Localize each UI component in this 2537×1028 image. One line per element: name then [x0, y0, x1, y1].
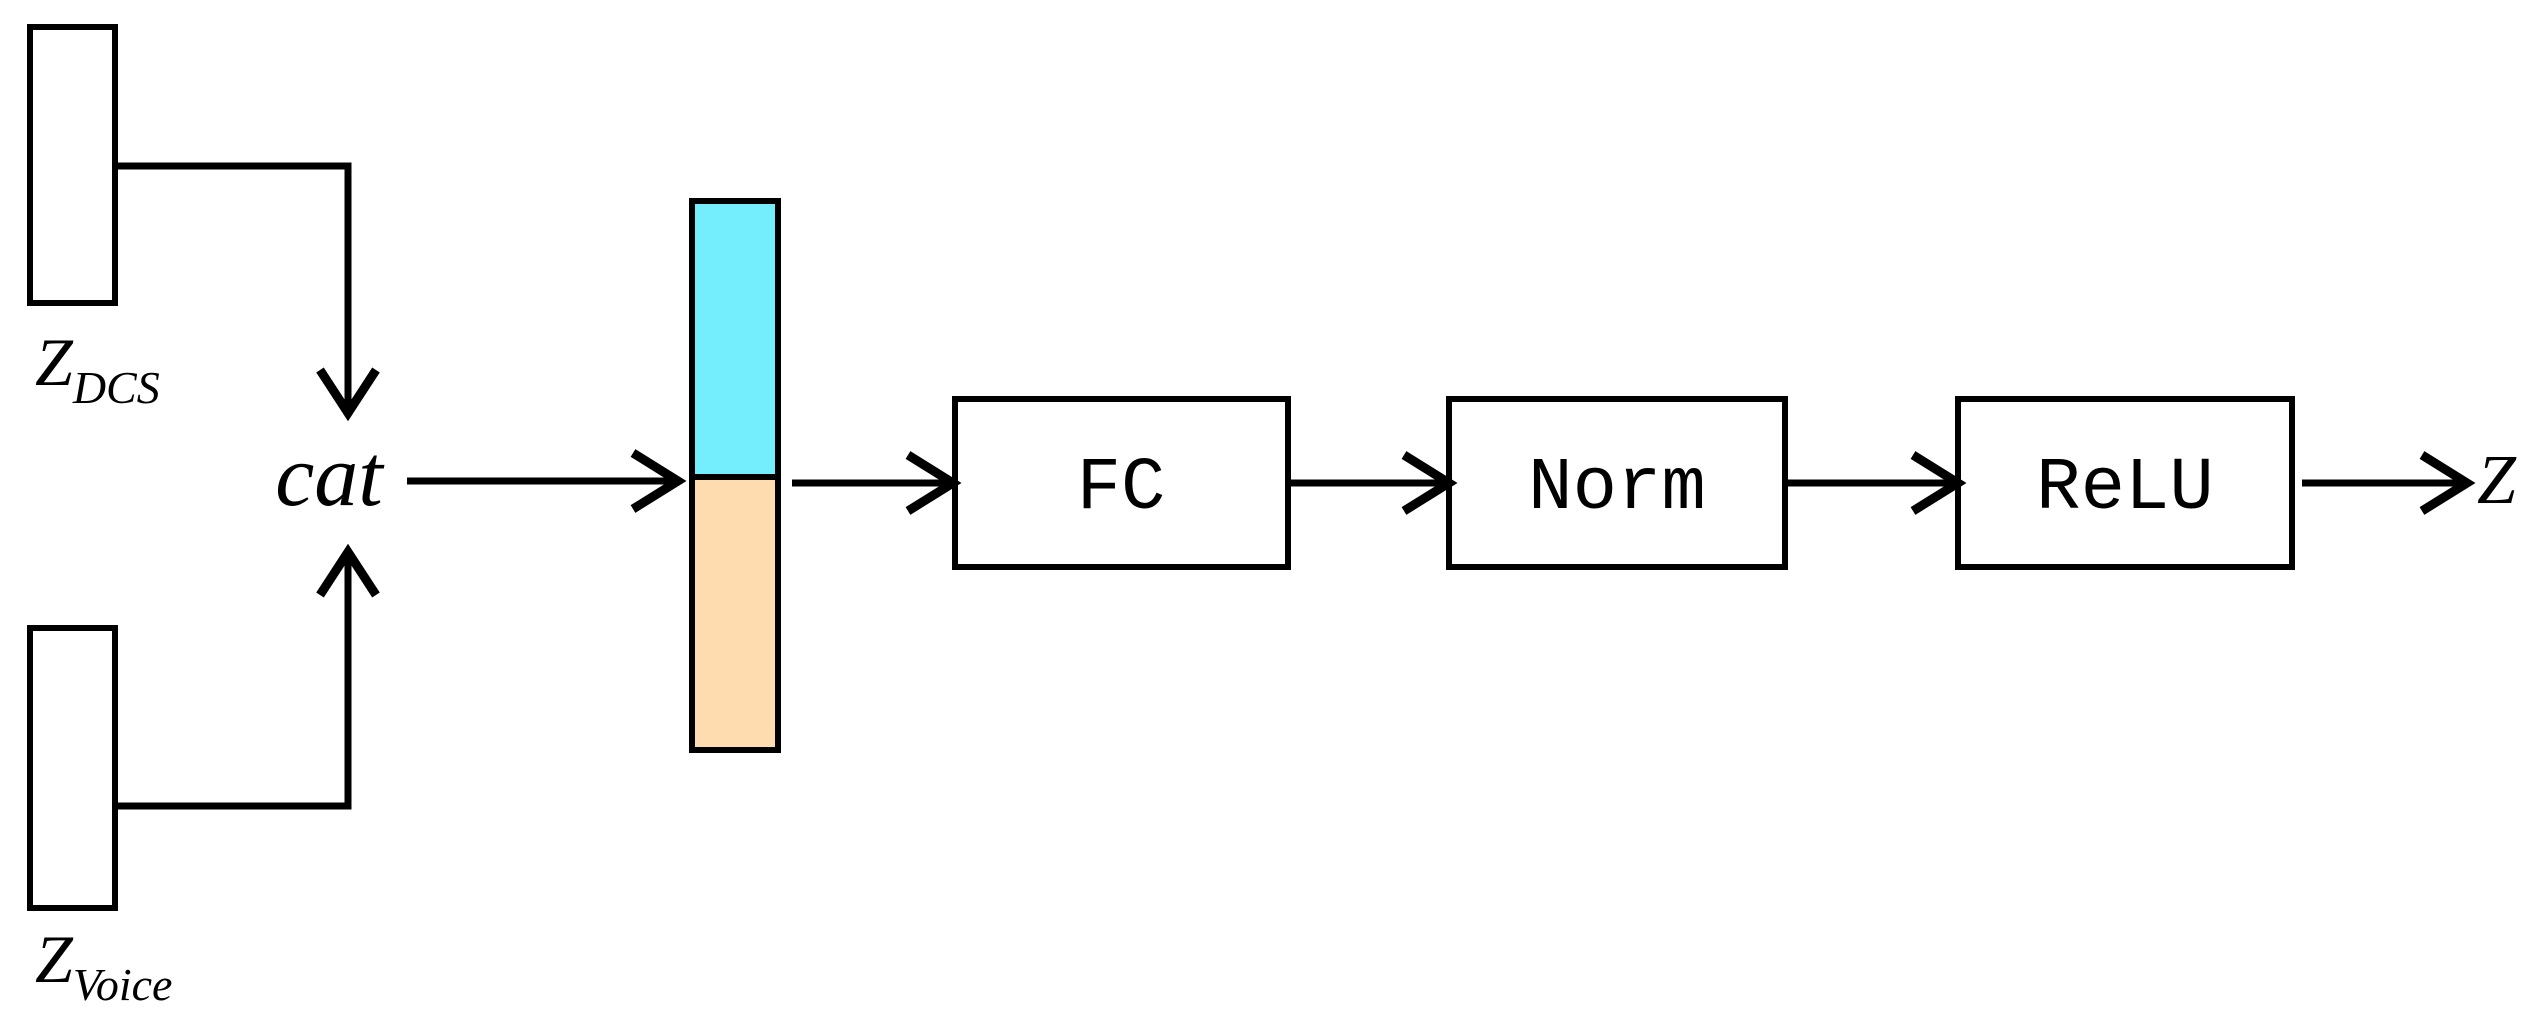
fc-box-label: FC — [1077, 447, 1166, 531]
concat-bar-orange-segment — [692, 477, 778, 750]
norm-box — [1446, 396, 1788, 570]
zdcs-vector-rect — [27, 24, 118, 306]
zvoice-arrowhead-up-icon — [316, 543, 380, 598]
zdcs-arrowhead-down-icon — [316, 367, 380, 422]
zvoice-to-cat-connector — [115, 555, 352, 810]
cat-operator-label: cat — [275, 428, 385, 525]
zdcs-label-subscript: DCS — [72, 362, 160, 413]
relu-box — [1955, 396, 2295, 570]
relu-to-output-arrowhead-icon — [2419, 451, 2476, 515]
concat-bar-cyan-segment — [692, 201, 778, 477]
fc-box — [952, 396, 1291, 570]
cat-to-bar-arrowhead-icon — [630, 449, 687, 513]
concat-bar-outline — [689, 198, 781, 753]
zvoice-label-base: Z — [35, 921, 74, 997]
norm-box-label: Norm — [1528, 447, 1706, 531]
relu-box-label: ReLU — [2036, 447, 2214, 531]
output-z-label: Z — [2477, 442, 2517, 519]
zvoice-vector-rect — [27, 625, 118, 911]
zvoice-label-subscript: Voice — [73, 959, 173, 1010]
zvoice-label: ZVoice — [35, 921, 172, 1010]
zdcs-label: ZDCS — [35, 324, 160, 413]
zdcs-to-cat-connector — [115, 162, 352, 410]
zdcs-label-base: Z — [35, 324, 74, 400]
